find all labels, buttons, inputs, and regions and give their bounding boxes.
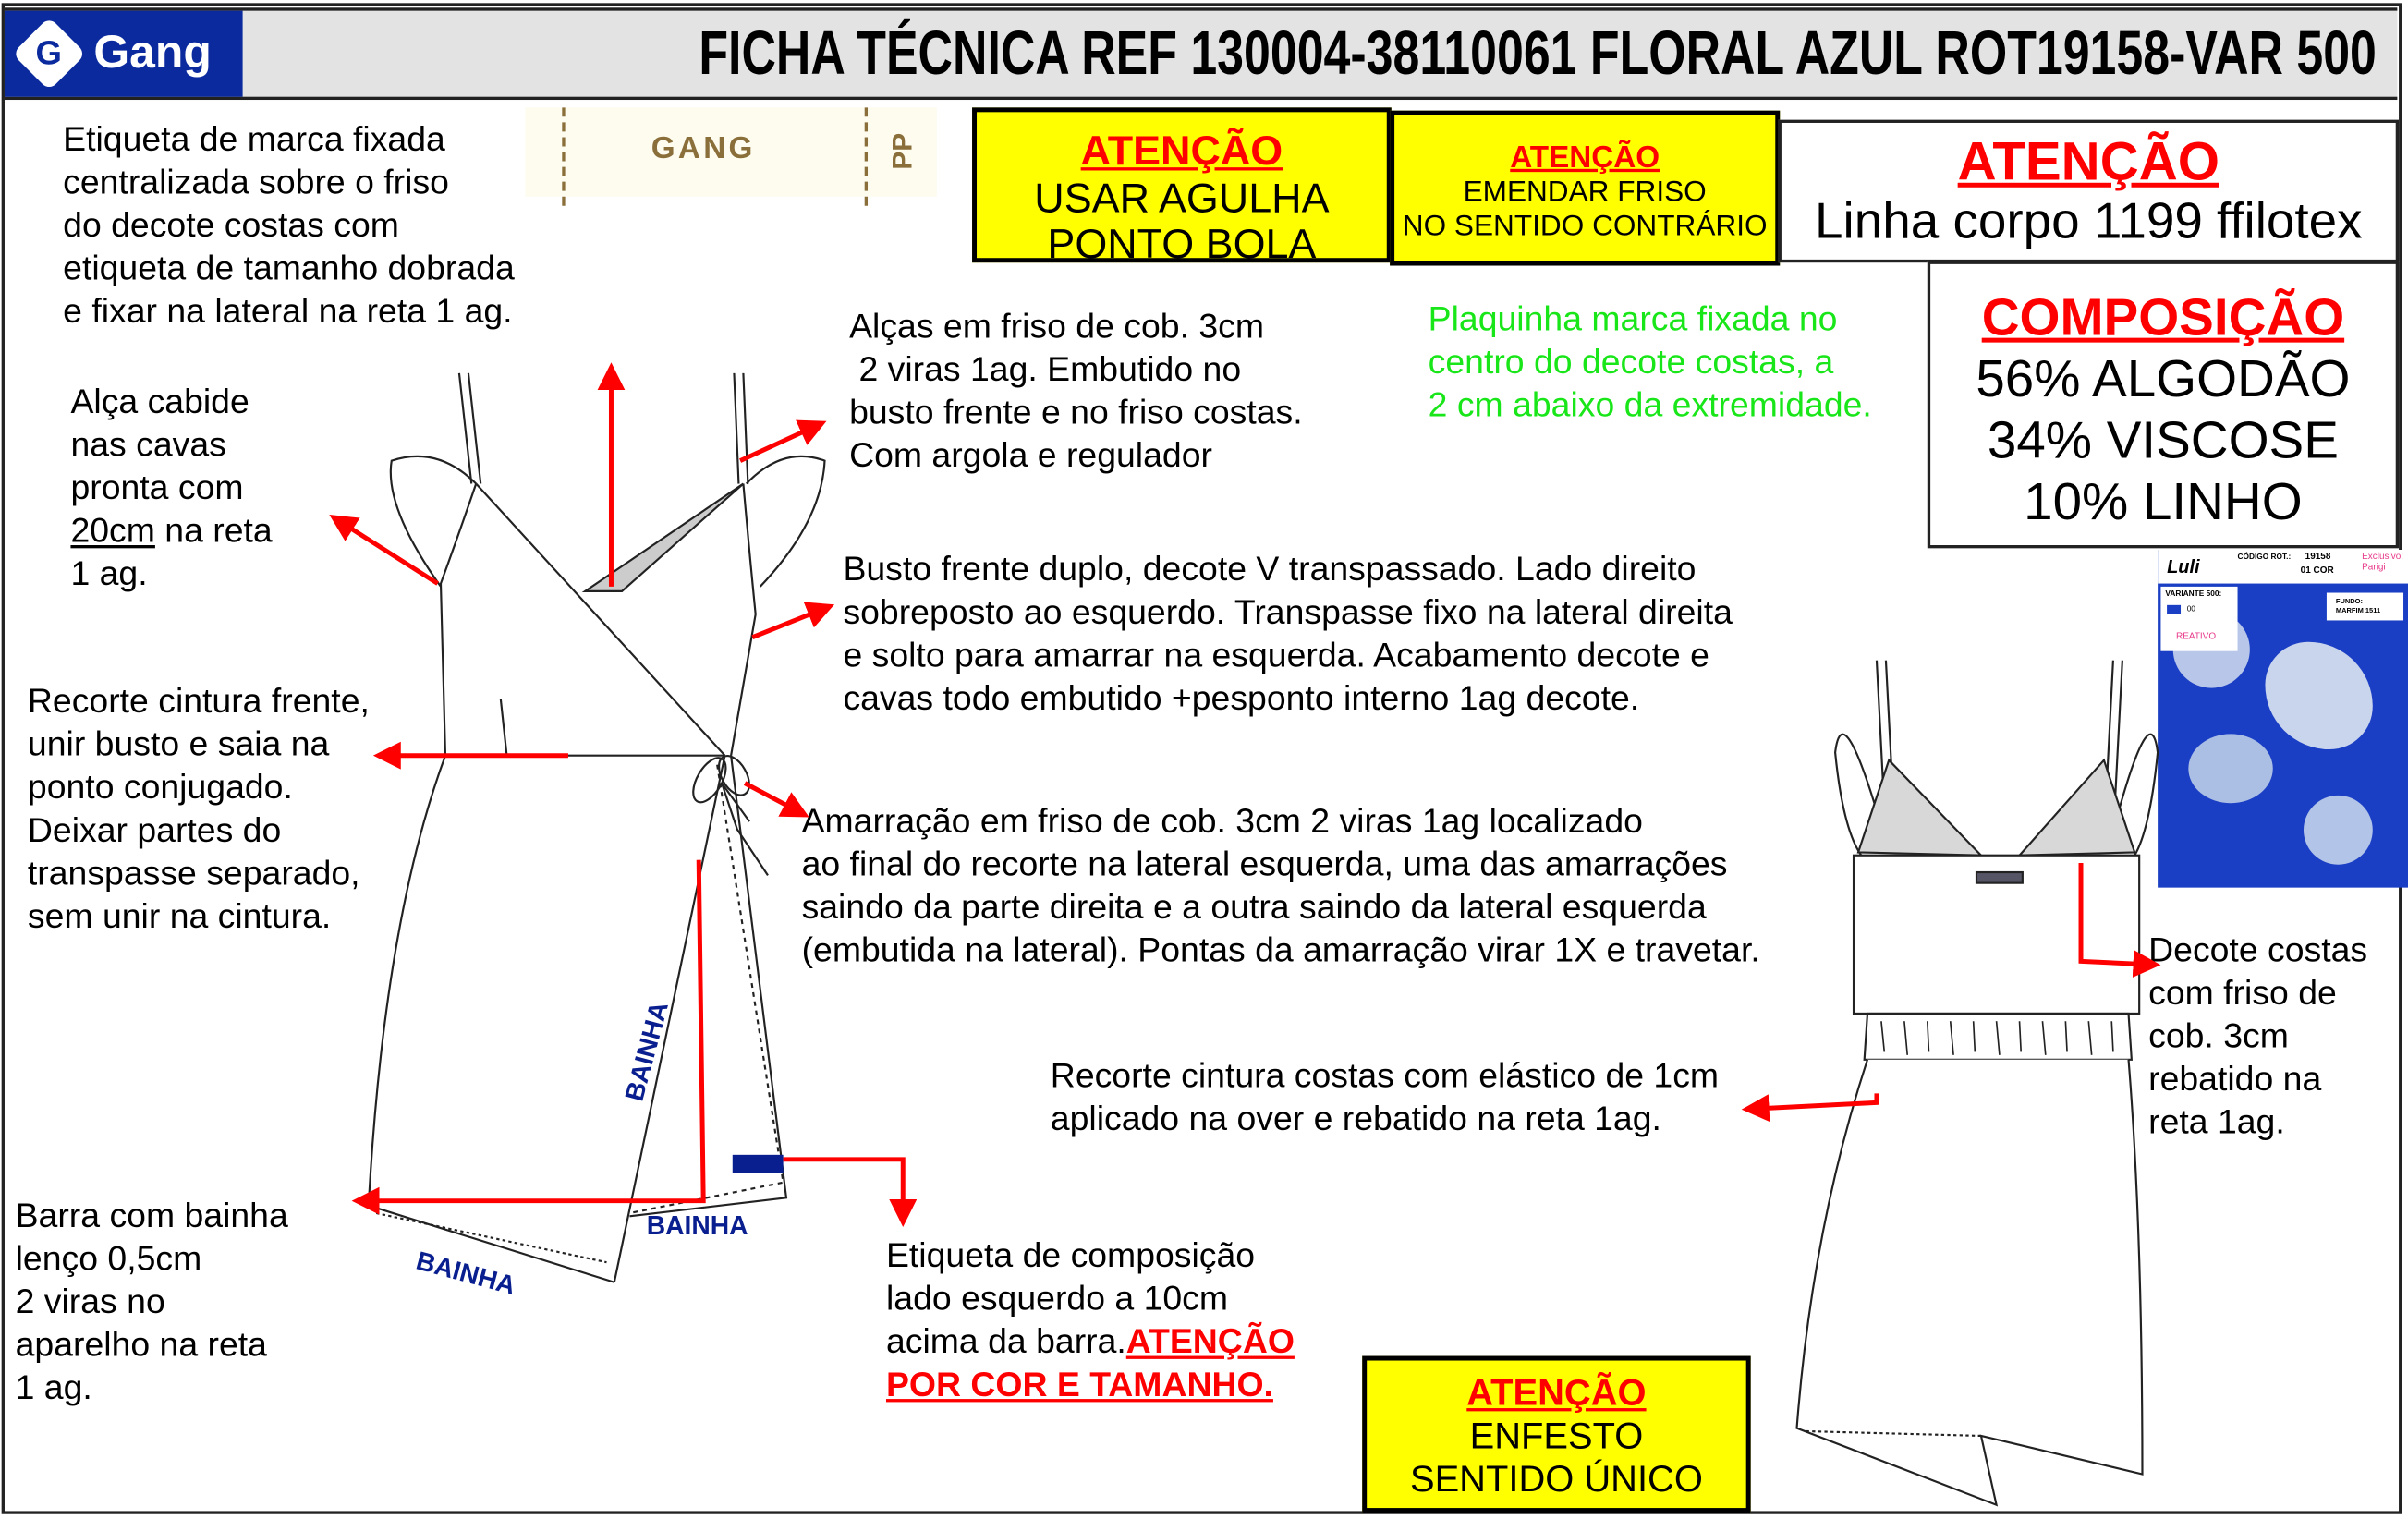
hanger-loop-left <box>389 455 477 588</box>
composition-box: COMPOSIÇÃO 56% ALGODÃO 34% VISCOSE 10% L… <box>1927 261 2400 549</box>
composition-label-mark <box>732 1154 784 1173</box>
note-etiqueta-marca: Etiqueta de marca fixada centralizada so… <box>63 119 515 331</box>
alert-linha: ATENÇÃO Linha corpo 1199 ffilotex <box>1778 119 2400 263</box>
annotation-arrows <box>329 362 2161 1227</box>
alert-title: ATENÇÃO <box>1080 127 1283 174</box>
page-title: FICHA TÉCNICA REF 130004-38110061 FLORAL… <box>698 19 2377 88</box>
note-alca-cabide: Alça cabide nas cavas pronta com 20cm na… <box>70 381 272 596</box>
wrap-neckline <box>475 482 726 757</box>
swatch-exclusive: Exclusivo: Parigi <box>2362 553 2404 573</box>
back-brand-plate <box>1975 870 2024 884</box>
note-alert: ATENÇÃO <box>1125 1321 1295 1361</box>
label-bainha-hem: BAINHA <box>647 1210 748 1240</box>
waist-elastic <box>1863 1012 2134 1061</box>
brand-label-image: GANG PP <box>525 107 937 206</box>
alert-body: USAR AGULHA PONTO BOLA <box>1034 175 1330 268</box>
note-recorte-frente: Recorte cintura frente, unir busto e sai… <box>27 681 370 936</box>
hanger-loop-right <box>745 455 826 588</box>
note-etiqueta-composicao: Etiqueta de composição lado esquerdo a 1… <box>886 1234 1295 1406</box>
label-brand: GANG <box>651 131 756 166</box>
swatch-reactive: REATIVO <box>2176 632 2217 642</box>
note-text: na reta 1 ag. <box>70 511 273 593</box>
alert-body: ENFESTO SENTIDO ÚNICO <box>1409 1416 1703 1501</box>
back-dress-drawing <box>1795 660 2159 1507</box>
swatch-variant: VARIANTE 500: <box>2165 589 2222 600</box>
swatch-color-count: 01 COR <box>2300 566 2334 577</box>
composition-line: 56% ALGODÃO <box>1976 349 2351 409</box>
alert-body: Linha corpo 1199 ffilotex <box>1815 191 2363 249</box>
alert-title: ATENÇÃO <box>1466 1372 1647 1415</box>
swatch-variant-code: 00 <box>2186 604 2195 614</box>
alert-enfesto: ATENÇÃO ENFESTO SENTIDO ÚNICO <box>1362 1355 1751 1513</box>
alert-body: EMENDAR FRISO NO SENTIDO CONTRÁRIO <box>1402 176 1768 243</box>
gang-logo: G Gang <box>4 10 243 97</box>
note-decote-costas: Decote costas com friso de cob. 3cm reba… <box>2148 930 2368 1141</box>
note-recorte-costas: Recorte cintura costas com elástico de 1… <box>1050 1056 1720 1138</box>
note-barra: Barra com bainha lenço 0,5cm 2 viras no … <box>15 1196 288 1407</box>
alert-friso: ATENÇÃO EMENDAR FRISO NO SENTIDO CONTRÁR… <box>1390 110 1781 266</box>
front-skirt <box>367 755 726 1283</box>
alert-agulha: ATENÇÃO USAR AGULHA PONTO BOLA <box>972 107 1392 267</box>
fabric-swatch: Luli CÓDIGO ROT.: 19158 01 COR Exclusivo… <box>2158 549 2408 888</box>
note-text: Etiqueta de composição lado esquerdo a 1… <box>885 1235 1256 1361</box>
swatch-brand: Luli <box>2167 555 2200 577</box>
swatch-code: 19158 <box>2305 553 2331 563</box>
note-alcas: Alças em friso de cob. 3cm 2 viras 1ag. … <box>849 307 1303 475</box>
front-dress-drawing <box>367 372 826 1283</box>
note-text: Alça cabide nas cavas pronta com <box>70 382 249 507</box>
header: G Gang FICHA TÉCNICA REF 130004-38110061… <box>4 7 2398 101</box>
label-bainha-side: BAINHA <box>619 998 674 1103</box>
front-strap-right <box>733 372 749 484</box>
note-text-underlined: 20cm <box>70 511 155 550</box>
swatch-code-label: CÓDIGO ROT.: <box>2237 553 2292 563</box>
alert-title: ATENÇÃO <box>1510 140 1660 176</box>
front-strap-left <box>457 372 482 484</box>
logo-text: Gang <box>93 27 212 79</box>
composition-title: COMPOSIÇÃO <box>1981 288 2345 347</box>
swatch-background: FUNDO: MARFIM 1511 <box>2326 592 2404 621</box>
note-amarracao: Amarração em friso de cob. 3cm 2 viras 1… <box>801 801 1760 969</box>
swatch-color-chip <box>2167 604 2182 614</box>
label-bainha-hem-left: BAINHA <box>413 1246 518 1300</box>
back-skirt <box>1795 1059 2144 1507</box>
note-alert: POR COR E TAMANHO. <box>885 1365 1273 1404</box>
alert-title: ATENÇÃO <box>1957 131 2219 192</box>
note-busto: Busto frente duplo, decote V transpassad… <box>843 549 1733 718</box>
note-plaquinha: Plaquinha marca fixada no centro do deco… <box>1428 299 1872 424</box>
composition-line: 10% LINHO <box>2024 472 2303 532</box>
composition-line: 34% VISCOSE <box>1987 411 2339 470</box>
